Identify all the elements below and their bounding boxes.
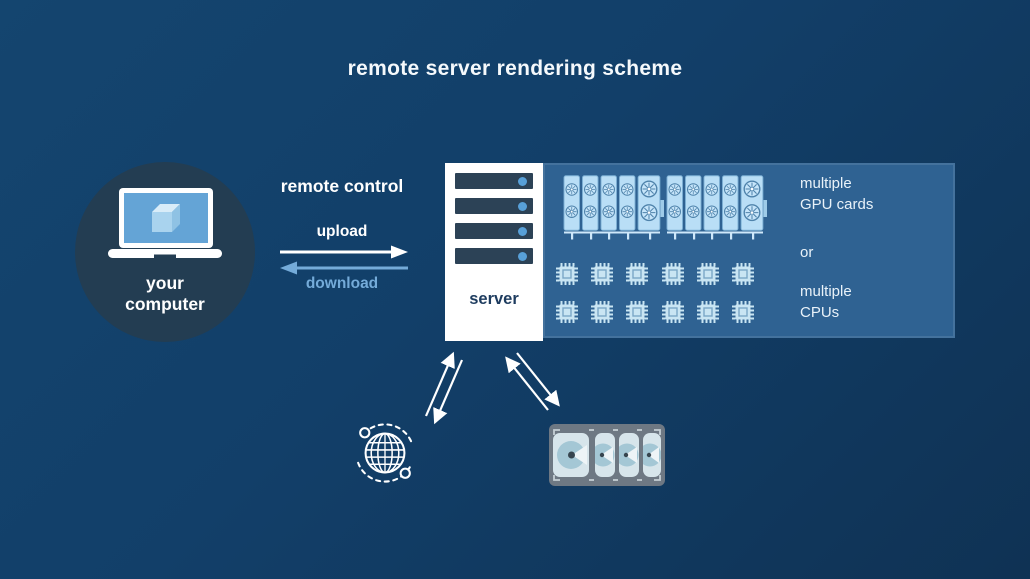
server-rack-unit [455, 248, 533, 264]
cpus-label: multiple CPUs [800, 283, 852, 321]
hdd-platter-1 [553, 433, 589, 477]
server-led [518, 176, 527, 186]
diagram-title: remote server rendering scheme [347, 57, 683, 80]
download-label: download [305, 275, 379, 292]
hdd-platter-4 [643, 433, 661, 477]
server-rack-unit [455, 223, 533, 239]
client-computer-label: your computer [125, 273, 205, 314]
remote-control-label: remote control [280, 176, 404, 196]
storage-drives-icon [549, 424, 665, 486]
cube-front-face [152, 212, 172, 232]
gpu-cards-label: multiple GPU cards [800, 175, 874, 213]
server-storage-arrows [505, 352, 560, 411]
cube-top-face [152, 204, 180, 212]
gpu-cards-group-icon [563, 173, 664, 240]
server-label: server [469, 290, 519, 308]
upload-label: upload [316, 223, 368, 240]
server-rack-unit [455, 173, 533, 189]
hardware-panel: multiple GPU cards or multiple CPUs [543, 163, 955, 338]
server-led [518, 226, 527, 236]
upload-arrow-icon [280, 245, 408, 259]
server-rack-unit [455, 198, 533, 214]
server-led [518, 251, 527, 261]
client-computer-circle: your computer [75, 162, 255, 342]
hdd-platter-3 [619, 433, 639, 477]
gpu-cards-group-icon [666, 173, 767, 240]
server-box: server [445, 163, 543, 341]
internet-globe-icon [357, 423, 413, 483]
or-label: or [800, 244, 814, 261]
cpu-chips-icon [556, 263, 754, 323]
download-arrow-icon [280, 261, 408, 275]
hdd-platter-2 [595, 433, 615, 477]
cube-side-face [172, 204, 180, 232]
laptop-icon [108, 188, 222, 258]
server-led [518, 201, 527, 211]
drive-corner-brackets [553, 429, 661, 481]
server-internet-arrows [424, 351, 464, 425]
